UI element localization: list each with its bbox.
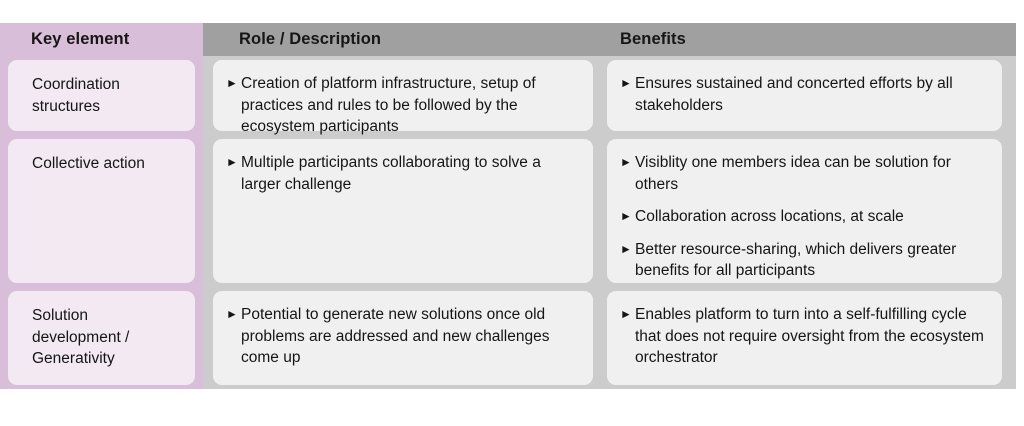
list-item: ► Collaboration across locations, at sca…	[620, 206, 990, 228]
list-item-text: Collaboration across locations, at scale	[635, 208, 904, 225]
list-item-text: Potential to generate new solutions once…	[241, 306, 550, 366]
list-item: ► Multiple participants collaborating to…	[226, 152, 581, 195]
key-element-label: Collective action	[32, 155, 145, 172]
bullet-triangle-icon: ►	[620, 76, 632, 90]
column-header-benefits: Benefits	[600, 23, 1016, 56]
role-bullet-list: ► Potential to generate new solutions on…	[226, 304, 581, 369]
key-element-card: Collective action	[8, 139, 195, 283]
row-benefits-cell: ► Visiblity one members idea can be solu…	[600, 135, 1016, 287]
column-header-role-description-label: Role / Description	[239, 30, 382, 48]
role-card: ► Creation of platform infrastructure, s…	[213, 60, 593, 135]
row-role-cell: ► Multiple participants collaborating to…	[203, 135, 600, 287]
benefits-card: ► Ensures sustained and concerted effort…	[607, 60, 1002, 131]
list-item: ► Potential to generate new solutions on…	[226, 304, 581, 369]
list-item: ► Visiblity one members idea can be solu…	[620, 152, 990, 195]
row-role-cell: ► Potential to generate new solutions on…	[203, 287, 600, 389]
column-header-key-element-label: Key element	[31, 30, 130, 48]
bullet-triangle-icon: ►	[226, 155, 238, 169]
row-benefits-cell: ► Ensures sustained and concerted effort…	[600, 56, 1016, 135]
bullet-triangle-icon: ►	[226, 76, 238, 90]
list-item: ► Ensures sustained and concerted effort…	[620, 73, 990, 116]
list-item: ► Creation of platform infrastructure, s…	[226, 73, 581, 138]
list-item-text: Multiple participants collaborating to s…	[241, 154, 541, 193]
bullet-triangle-icon: ►	[620, 307, 632, 321]
role-card: ► Potential to generate new solutions on…	[213, 291, 593, 385]
bullet-triangle-icon: ►	[620, 209, 632, 223]
benefits-bullet-list: ► Enables platform to turn into a self-f…	[620, 304, 990, 369]
column-header-role-description: Role / Description	[203, 23, 600, 56]
list-item-text: Better resource-sharing, which delivers …	[635, 240, 957, 280]
column-header-benefits-label: Benefits	[620, 30, 686, 48]
list-item-text: Enables platform to turn into a self-ful…	[635, 306, 984, 366]
benefits-bullet-list: ► Visiblity one members idea can be solu…	[620, 152, 990, 282]
bullet-triangle-icon: ►	[620, 155, 632, 169]
role-bullet-list: ► Creation of platform infrastructure, s…	[226, 73, 581, 138]
list-item: ► Enables platform to turn into a self-f…	[620, 304, 990, 369]
list-item-text: Creation of platform infrastructure, set…	[241, 75, 536, 135]
table-row: Collective action ► Multiple participant…	[0, 135, 1016, 287]
list-item-text: Visiblity one members idea can be soluti…	[635, 154, 951, 193]
benefits-card: ► Enables platform to turn into a self-f…	[607, 291, 1002, 385]
bullet-triangle-icon: ►	[620, 241, 632, 256]
table-header-row: Key element Role / Description Benefits	[0, 23, 1016, 56]
bullet-triangle-icon: ►	[226, 307, 238, 321]
key-element-card: Solution development / Generativity	[8, 291, 195, 385]
row-key-element-cell: Solution development / Generativity	[0, 287, 203, 389]
list-item-text: Ensures sustained and concerted efforts …	[635, 75, 953, 114]
row-benefits-cell: ► Enables platform to turn into a self-f…	[600, 287, 1016, 389]
list-item: ► Better resource-sharing, which deliver…	[620, 239, 990, 282]
key-element-label: Solution development / Generativity	[32, 307, 130, 367]
table-row: Solution development / Generativity ► Po…	[0, 287, 1016, 389]
role-card: ► Multiple participants collaborating to…	[213, 139, 593, 283]
row-role-cell: ► Creation of platform infrastructure, s…	[203, 56, 600, 135]
key-element-card: Coordination structures	[8, 60, 195, 131]
benefits-bullet-list: ► Ensures sustained and concerted effort…	[620, 73, 990, 116]
table-body: Coordination structures ► Creation of pl…	[0, 56, 1016, 389]
row-key-element-cell: Collective action	[0, 135, 203, 287]
benefits-card: ► Visiblity one members idea can be solu…	[607, 139, 1002, 283]
comparison-table: Key element Role / Description Benefits …	[0, 23, 1016, 389]
table-row: Coordination structures ► Creation of pl…	[0, 56, 1016, 135]
key-element-label: Coordination structures	[32, 76, 120, 115]
row-key-element-cell: Coordination structures	[0, 56, 203, 135]
column-header-key-element: Key element	[0, 23, 203, 56]
role-bullet-list: ► Multiple participants collaborating to…	[226, 152, 581, 195]
